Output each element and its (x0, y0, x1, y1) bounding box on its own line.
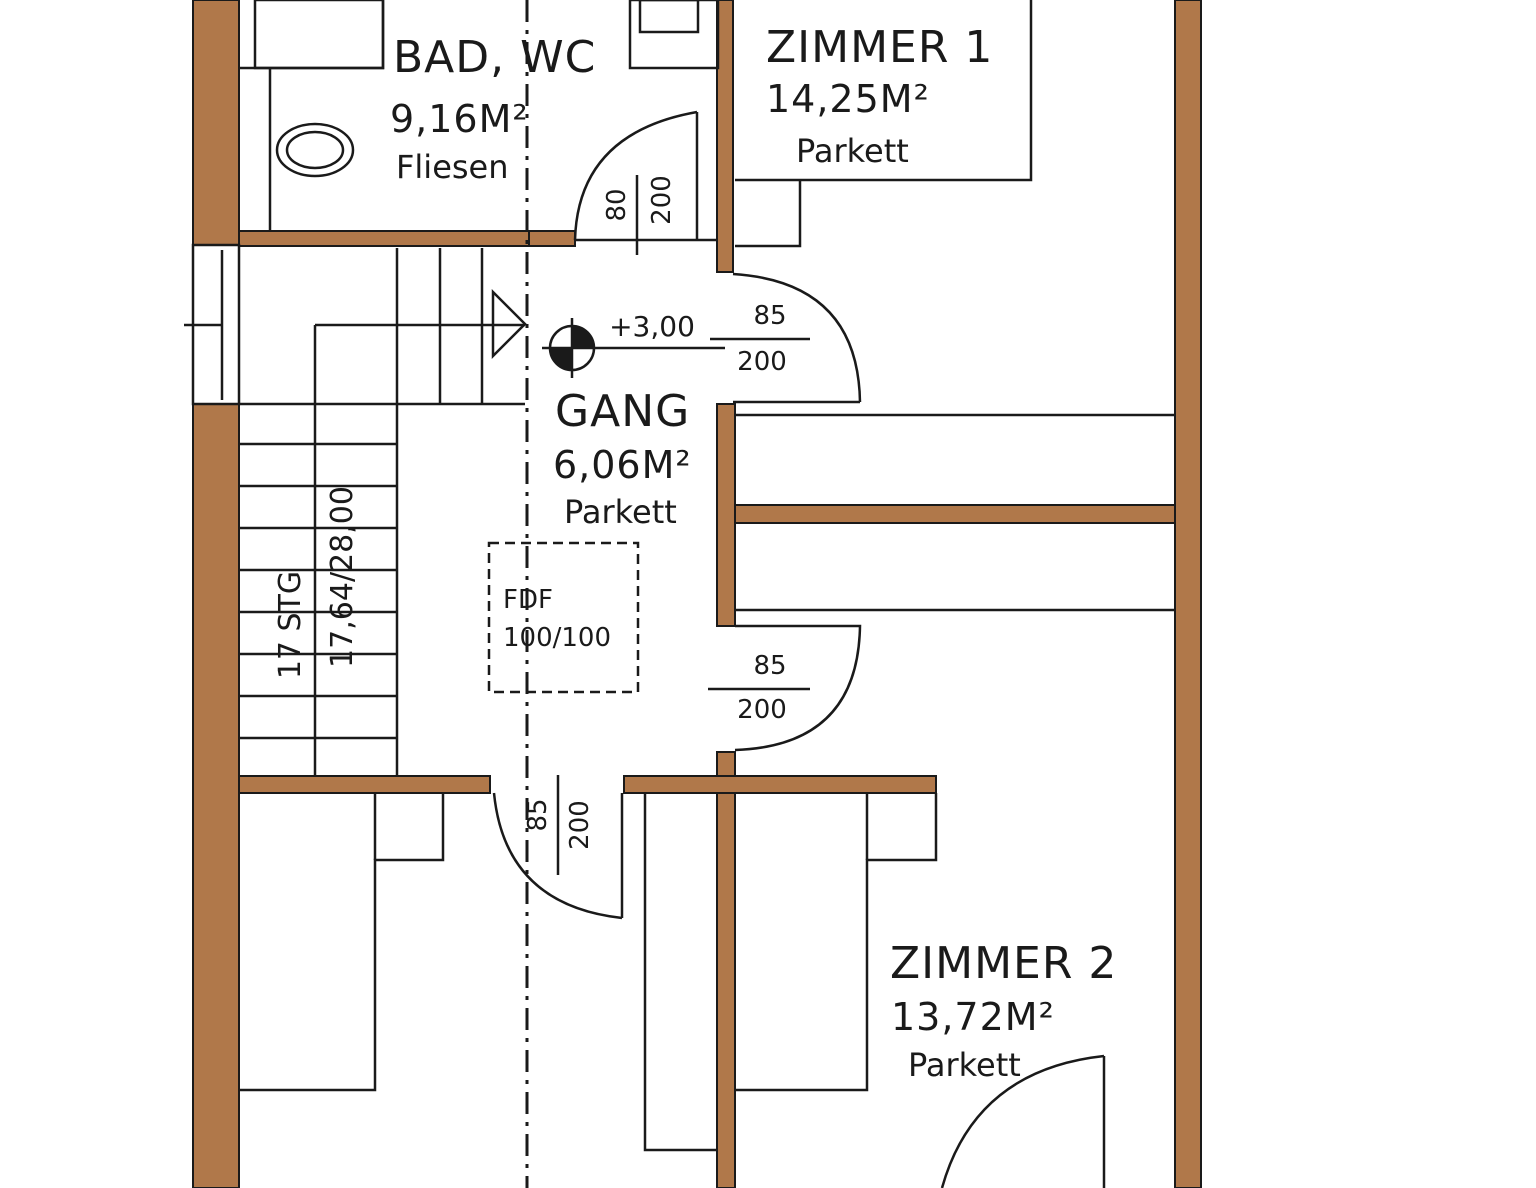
label-zimmer2: ZIMMER 2 13,72M² Parkett (890, 938, 1117, 1084)
stair-dimension: 17,64/28,00 (325, 486, 360, 668)
door-middle: 85 200 (708, 624, 862, 752)
door-bad-height: 200 (647, 175, 677, 225)
door-zimmer1-height: 200 (737, 347, 787, 377)
wall-bad-bottom-right (528, 230, 576, 247)
door-bad-width: 80 (602, 188, 632, 221)
wall-gang-bottom-left (238, 775, 491, 794)
wall-right (1174, 0, 1202, 1188)
room-floor-zimmer1: Parkett (796, 132, 909, 170)
door-bad: 80 200 (573, 110, 717, 255)
door-zimmer1: 85 200 (710, 272, 862, 404)
wall-gang-bottom-right (623, 775, 937, 794)
level-value: +3,00 (609, 310, 695, 343)
wall-gang-right-mid (716, 403, 736, 627)
window-left (184, 243, 241, 406)
wall-shelf (734, 504, 1176, 524)
room-area-bad: 9,16M² (390, 97, 529, 141)
door-bottom: 85 200 (492, 775, 624, 920)
room-name-zimmer1: ZIMMER 1 (766, 22, 993, 73)
room-name-gang: GANG (555, 386, 690, 437)
stair-count: 17 STG (273, 571, 308, 679)
shelf-lines (735, 413, 1175, 612)
skylight-label: FDF (503, 585, 553, 615)
label-gang: GANG 6,06M² Parkett (553, 386, 692, 531)
door-middle-width: 85 (753, 651, 786, 681)
room-name-zimmer2: ZIMMER 2 (890, 938, 1117, 989)
room-floor-bad: Fliesen (396, 148, 509, 186)
room-name-bad: BAD, WC (393, 32, 596, 83)
room-area-zimmer2: 13,72M² (891, 995, 1055, 1039)
staircase: 17 STG 17,64/28,00 (239, 248, 527, 776)
room-floor-gang: Parkett (564, 493, 677, 531)
toilet-icon (275, 122, 355, 178)
wall-left-upper (192, 0, 240, 246)
bathroom-fixtures (239, 0, 720, 231)
skylight-size: 100/100 (503, 623, 611, 653)
stair-arrow-icon (491, 288, 527, 360)
door-middle-height: 200 (737, 695, 787, 725)
door-bottom-height: 200 (565, 800, 595, 850)
sink (628, 0, 720, 70)
bathtub (253, 0, 385, 70)
room-area-zimmer1: 14,25M² (766, 77, 930, 121)
level-marker: +3,00 (542, 310, 725, 378)
wall-gang-right-low (716, 751, 736, 1188)
door-zimmer1-width: 85 (753, 301, 786, 331)
label-bad: BAD, WC 9,16M² Fliesen (390, 32, 596, 186)
label-zimmer1: ZIMMER 1 14,25M² Parkett (766, 22, 993, 170)
bottom-left-furniture (239, 793, 445, 1092)
zimmer1-furniture (735, 0, 1033, 248)
skylight: FDF 100/100 (487, 541, 640, 694)
wall-zimmer1-left (716, 0, 734, 273)
wall-left-lower (192, 403, 240, 1188)
door-zimmer2 (940, 1054, 1106, 1188)
room-area-gang: 6,06M² (553, 443, 692, 487)
wall-bad-bottom-left (238, 230, 530, 247)
zimmer2-furniture (643, 793, 938, 1152)
walls (192, 0, 1202, 1188)
room-floor-zimmer2: Parkett (908, 1046, 1021, 1084)
